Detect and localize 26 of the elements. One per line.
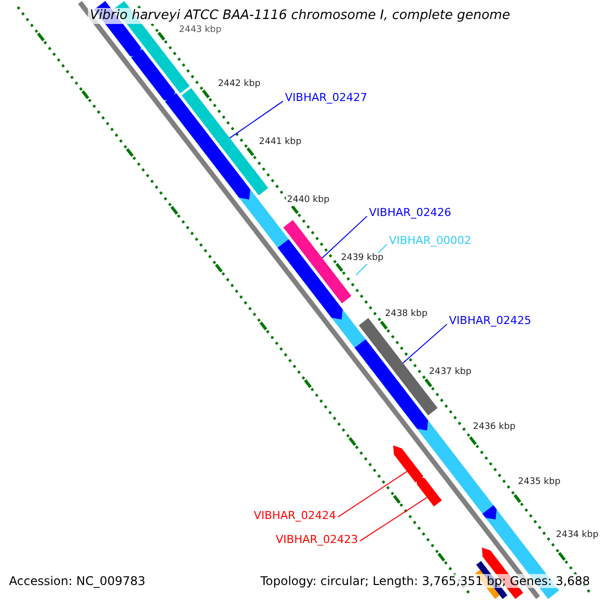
leader-line xyxy=(402,324,448,364)
gene-bar xyxy=(416,475,442,506)
accession-text: Accession: NC_009783 xyxy=(9,574,146,588)
leader-line xyxy=(360,496,428,542)
leader-line xyxy=(322,216,368,259)
gene-label: VIBHAR_02427 xyxy=(285,91,368,104)
scale-label: 2443 kbp xyxy=(178,25,222,36)
scale-label: 2438 kbp xyxy=(384,309,428,320)
gene-label: VIBHAR_02425 xyxy=(449,314,532,328)
gene-label: VIBHAR_02424 xyxy=(254,509,336,522)
diagram-title: Vibrio harveyi ATCC BAA-1116 chromosome I, complete genome xyxy=(88,8,512,24)
scale-label: 2437 kbp xyxy=(428,367,472,378)
gene-label: VIBHAR_02423 xyxy=(276,533,358,546)
scale-label: 2435 kbp xyxy=(517,477,562,488)
scale-label: 2442 kbp xyxy=(217,79,262,90)
leader-line xyxy=(229,100,284,139)
gene-bar xyxy=(393,445,424,482)
genome-info-text: Topology: circular; Length: 3,765,351 bp; Genes: 3,688 xyxy=(260,574,590,588)
gene-label: VIBHAR_02426 xyxy=(369,206,452,220)
scale-label: 2439 kbp xyxy=(340,253,384,264)
scale-label: 2440 kbp xyxy=(286,195,330,206)
gene-label: VIBHAR_00002 xyxy=(389,234,472,248)
scale-label: 2441 kbp xyxy=(258,137,302,148)
leader-line xyxy=(338,470,408,518)
scale-label: 2434 kbp xyxy=(555,530,600,541)
scale-label: 2436 kbp xyxy=(472,422,516,433)
